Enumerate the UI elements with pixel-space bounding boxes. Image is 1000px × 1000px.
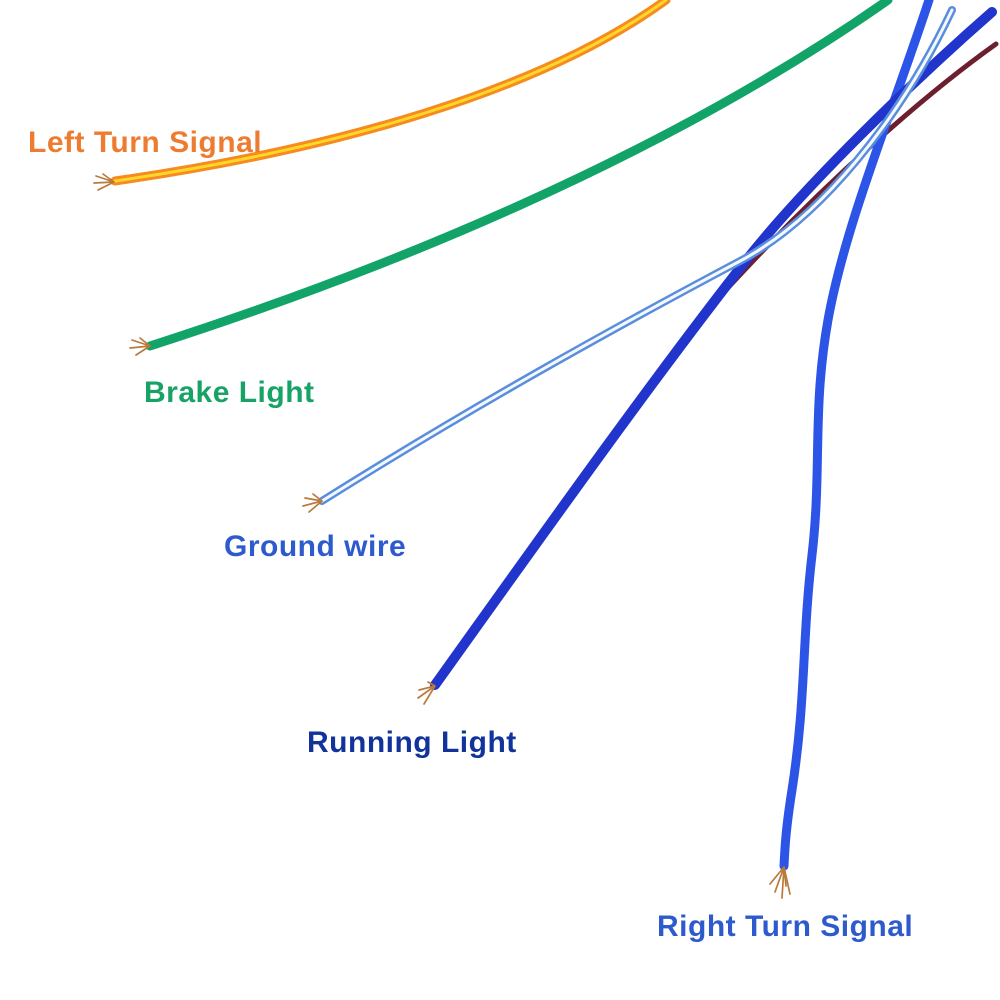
ground-wire-outer — [318, 6, 956, 505]
right-turn-wire-tip — [769, 866, 791, 899]
ground-wire-core — [320, 8, 954, 503]
right-turn-signal-wire — [779, 0, 934, 871]
ground-wire-tip — [302, 493, 323, 513]
label-brake-light: Brake Light — [144, 376, 315, 409]
copper-strand-tips — [93, 173, 791, 899]
brake-wire-tip — [129, 337, 151, 356]
left-turn-wire-tip — [93, 173, 115, 191]
brake-light-wire — [145, 0, 893, 351]
left-turn-signal-wire-stripe — [113, 0, 668, 183]
label-running-light: Running Light — [307, 726, 517, 759]
label-ground-wire: Ground wire — [224, 530, 407, 563]
label-right-turn-signal: Right Turn Signal — [657, 910, 914, 943]
running-wire-tip — [417, 681, 436, 705]
label-left-turn-signal: Left Turn Signal — [28, 126, 263, 159]
